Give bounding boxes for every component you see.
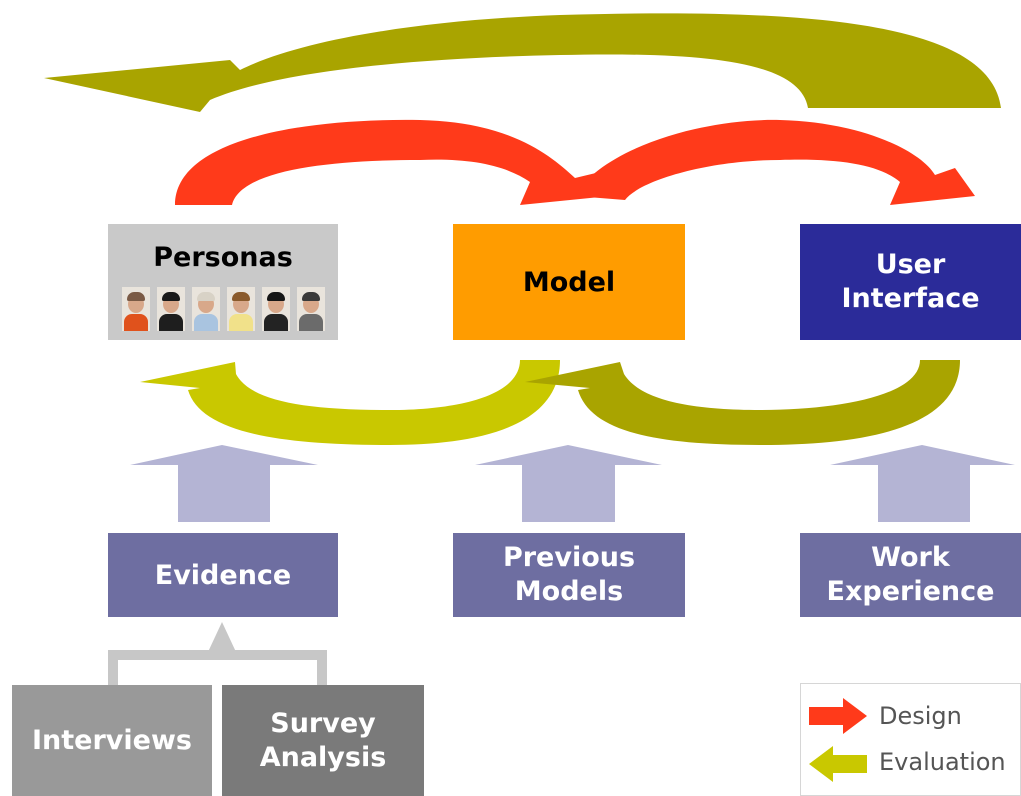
- evaluation-arrow-model-to-personas: [140, 360, 560, 445]
- survey-analysis-label-line1: Survey: [270, 707, 376, 739]
- person-torso: [158, 314, 183, 331]
- person-photo-icon: [261, 287, 290, 331]
- person-torso: [228, 314, 253, 331]
- person-photo-icon: [226, 287, 255, 331]
- person-hair: [231, 292, 250, 301]
- work-experience-label-line2: Experience: [826, 576, 995, 607]
- model-box: Model: [453, 224, 685, 340]
- legend-evaluation-label: Evaluation: [879, 748, 1006, 776]
- interviews-label: Interviews: [32, 725, 192, 756]
- person-torso: [263, 314, 288, 331]
- person-photo-icon: [156, 287, 185, 331]
- input-arrow-evidence: [130, 445, 318, 522]
- previous-models-label-line1: Previous: [502, 542, 636, 573]
- person-photo-icon: [296, 287, 325, 331]
- user-interface-label-line2: Interface: [841, 283, 980, 314]
- person-photo-icon: [121, 287, 150, 331]
- personas-label: Personas: [153, 242, 293, 273]
- connector-bracket: [108, 650, 327, 685]
- user-interface-label-line1: User: [875, 249, 946, 280]
- interviews-box: Interviews: [12, 685, 212, 796]
- survey-analysis-label-line2: Analysis: [259, 741, 387, 773]
- previous-models-box: Previous Models: [453, 533, 685, 617]
- evidence-label: Evidence: [154, 559, 292, 591]
- design-arrow-model-to-ui: [575, 119, 975, 205]
- person-hair: [266, 292, 285, 301]
- previous-models-label-line2: Models: [514, 576, 624, 607]
- evidence-box: Evidence: [108, 533, 338, 617]
- evaluation-arrow-icon: [809, 746, 867, 782]
- person-hair: [196, 292, 215, 301]
- legend-design-label: Design: [879, 702, 962, 730]
- evaluation-arrow-ui-to-model: [525, 360, 960, 445]
- person-photo-icon: [191, 287, 220, 331]
- evaluation-arrow-top: [44, 13, 1001, 112]
- person-torso: [298, 314, 323, 331]
- connector-to-evidence: [208, 622, 236, 652]
- personas-box: Personas: [108, 224, 338, 340]
- model-label: Model: [522, 266, 616, 298]
- person-torso: [193, 314, 218, 331]
- legend: Design Evaluation: [800, 683, 1021, 796]
- survey-analysis-box: Survey Analysis: [222, 685, 424, 796]
- person-torso: [123, 314, 148, 331]
- work-experience-box: Work Experience: [800, 533, 1021, 617]
- person-hair: [126, 292, 145, 301]
- user-interface-box: User Interface: [800, 224, 1021, 340]
- work-experience-label-line1: Work: [871, 542, 950, 573]
- person-hair: [301, 292, 320, 301]
- persona-photos: [121, 287, 325, 331]
- person-hair: [161, 292, 180, 301]
- input-arrow-previous-models: [475, 445, 662, 522]
- input-arrow-work-experience: [830, 445, 1015, 522]
- design-arrow-icon: [809, 698, 867, 734]
- design-arrow-personas-to-model: [175, 119, 610, 205]
